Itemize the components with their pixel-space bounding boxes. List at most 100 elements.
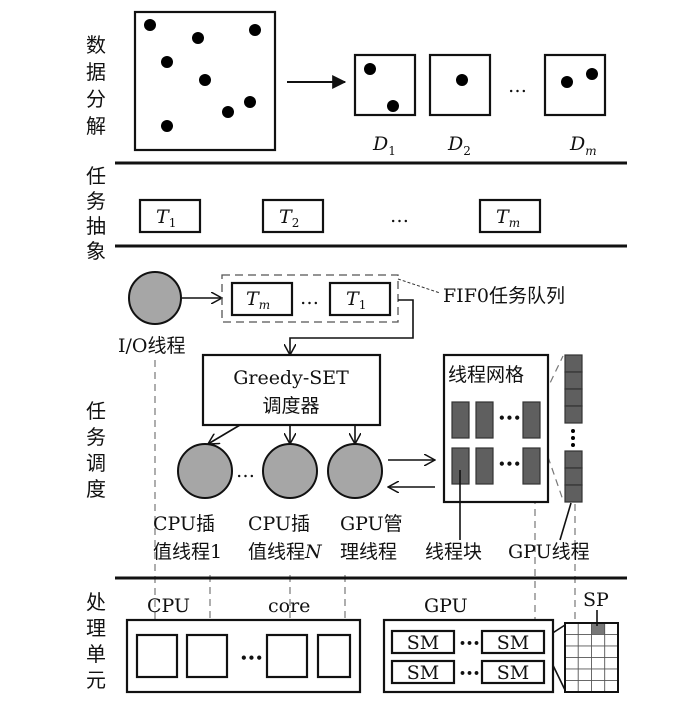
sp-cell: [591, 657, 606, 670]
sp-grid-border: [564, 622, 619, 693]
sp-cell: [564, 645, 579, 658]
fifo-queue-label: FIF0任务队列: [443, 285, 565, 307]
thread-blocks: [451, 401, 541, 485]
side-char: 解: [86, 114, 106, 138]
side-char: 处: [86, 590, 106, 614]
side-char: 度: [86, 477, 106, 501]
sp-cell: [604, 657, 619, 670]
cpu-core: [185, 633, 229, 679]
side-char: 分: [86, 87, 106, 111]
sp-cell: [564, 680, 579, 693]
sp-cell: [577, 634, 592, 647]
dispatch-arrow: [208, 424, 241, 444]
ellipsis: …: [300, 287, 319, 309]
sp-cell-highlighted: [591, 622, 606, 635]
core-label: core: [268, 595, 310, 617]
sp-cell: [564, 634, 579, 647]
side-label-task-scheduling: 任 务 调 度: [86, 399, 106, 501]
queue-task-1-label: T1: [346, 288, 366, 312]
side-label-processing-unit: 处 理 单 元: [86, 590, 106, 692]
label-d2: D2: [447, 133, 471, 158]
sp-cell: [604, 622, 619, 635]
sm-label: SM: [407, 632, 439, 654]
sp-cell: [577, 668, 592, 681]
side-label-task-abstraction: 任 务 抽 象: [86, 164, 106, 263]
dots: •••: [459, 637, 480, 650]
side-char: 调: [86, 451, 106, 475]
sp-grid: [564, 622, 619, 693]
task-box-1: [138, 198, 202, 234]
side-label-data-decomposition: 数 据 分 解: [86, 33, 106, 138]
fifo-queue-box: [221, 274, 399, 323]
thread-block-label: 线程块: [425, 541, 482, 563]
cpu-thread-n-circle: [262, 443, 318, 499]
label-d1: D1: [372, 133, 396, 158]
sp-cell: [604, 634, 619, 647]
sp-cell: [564, 622, 579, 635]
sm-box: [390, 659, 456, 685]
task-label-m: Tm: [496, 206, 520, 230]
sp-label: SP: [583, 589, 609, 611]
sp-cell: [604, 645, 619, 658]
task-label-2: T2: [279, 206, 299, 230]
task-label-1: T1: [156, 206, 176, 230]
cpu-thread-1-label: CPU插: [153, 513, 215, 535]
data-points: [144, 19, 261, 132]
sp-cell: [604, 668, 619, 681]
side-char: 据: [86, 60, 106, 84]
queue-task-m: [230, 281, 294, 317]
gpu-manager-circle: [327, 443, 383, 499]
cpu-core: [265, 633, 309, 679]
sp-cell: [577, 680, 592, 693]
sp-cell: [604, 680, 619, 693]
gpu-label: GPU: [424, 595, 468, 617]
sp-cell: [577, 622, 592, 635]
sp-cell: [577, 657, 592, 670]
queue-callout-line: [397, 278, 441, 294]
side-char: 务: [86, 425, 106, 449]
dots: •••: [498, 457, 521, 471]
side-char: 象: [86, 239, 106, 263]
cpu-label: CPU: [147, 595, 190, 617]
side-char: 任: [86, 399, 106, 423]
queue-to-scheduler-arrow: [290, 299, 414, 355]
cpu-core: [316, 633, 352, 679]
label-dm: Dm: [569, 133, 597, 158]
dots: •••: [459, 667, 480, 680]
ellipsis: …: [390, 205, 409, 227]
thread-grid-label: 线程网格: [448, 364, 524, 386]
queue-task-m-label: Tm: [246, 288, 270, 312]
sp-cell: [591, 680, 606, 693]
task-box-2: [261, 198, 325, 234]
cpu-core: [135, 633, 179, 679]
subset-box-m: [543, 53, 607, 117]
sp-cell: [564, 657, 579, 670]
sp-cell: [577, 645, 592, 658]
side-char: 单: [86, 642, 106, 666]
cpu-thread-n-label: CPU插: [248, 513, 310, 535]
gpu-thread-label: GPU线程: [508, 541, 590, 563]
scheduler-subtitle: 调度器: [262, 395, 319, 417]
sm-box: [480, 659, 546, 685]
sm-label: SM: [497, 662, 529, 684]
side-char: 元: [86, 668, 106, 692]
task-box-m: [478, 198, 542, 234]
greedy-set-scheduler-box: [201, 353, 382, 427]
sm-box: [390, 629, 456, 655]
cpu-thread-1-circle: [177, 443, 233, 499]
scheduler-title: Greedy-SET: [233, 367, 349, 389]
side-char: 任: [86, 164, 106, 188]
side-char: 务: [86, 189, 106, 213]
gpu-thread-pointer: [559, 502, 572, 541]
io-thread-circle: [128, 271, 182, 325]
sm-label: SM: [497, 632, 529, 654]
cpu-thread-n-label: 值线程N: [248, 541, 323, 563]
queue-task-1: [328, 281, 392, 317]
io-thread-label: I/O线程: [118, 335, 185, 357]
dots: •••: [498, 411, 521, 425]
sm-box: [480, 629, 546, 655]
sp-cell: [564, 668, 579, 681]
sp-cell: [591, 634, 606, 647]
